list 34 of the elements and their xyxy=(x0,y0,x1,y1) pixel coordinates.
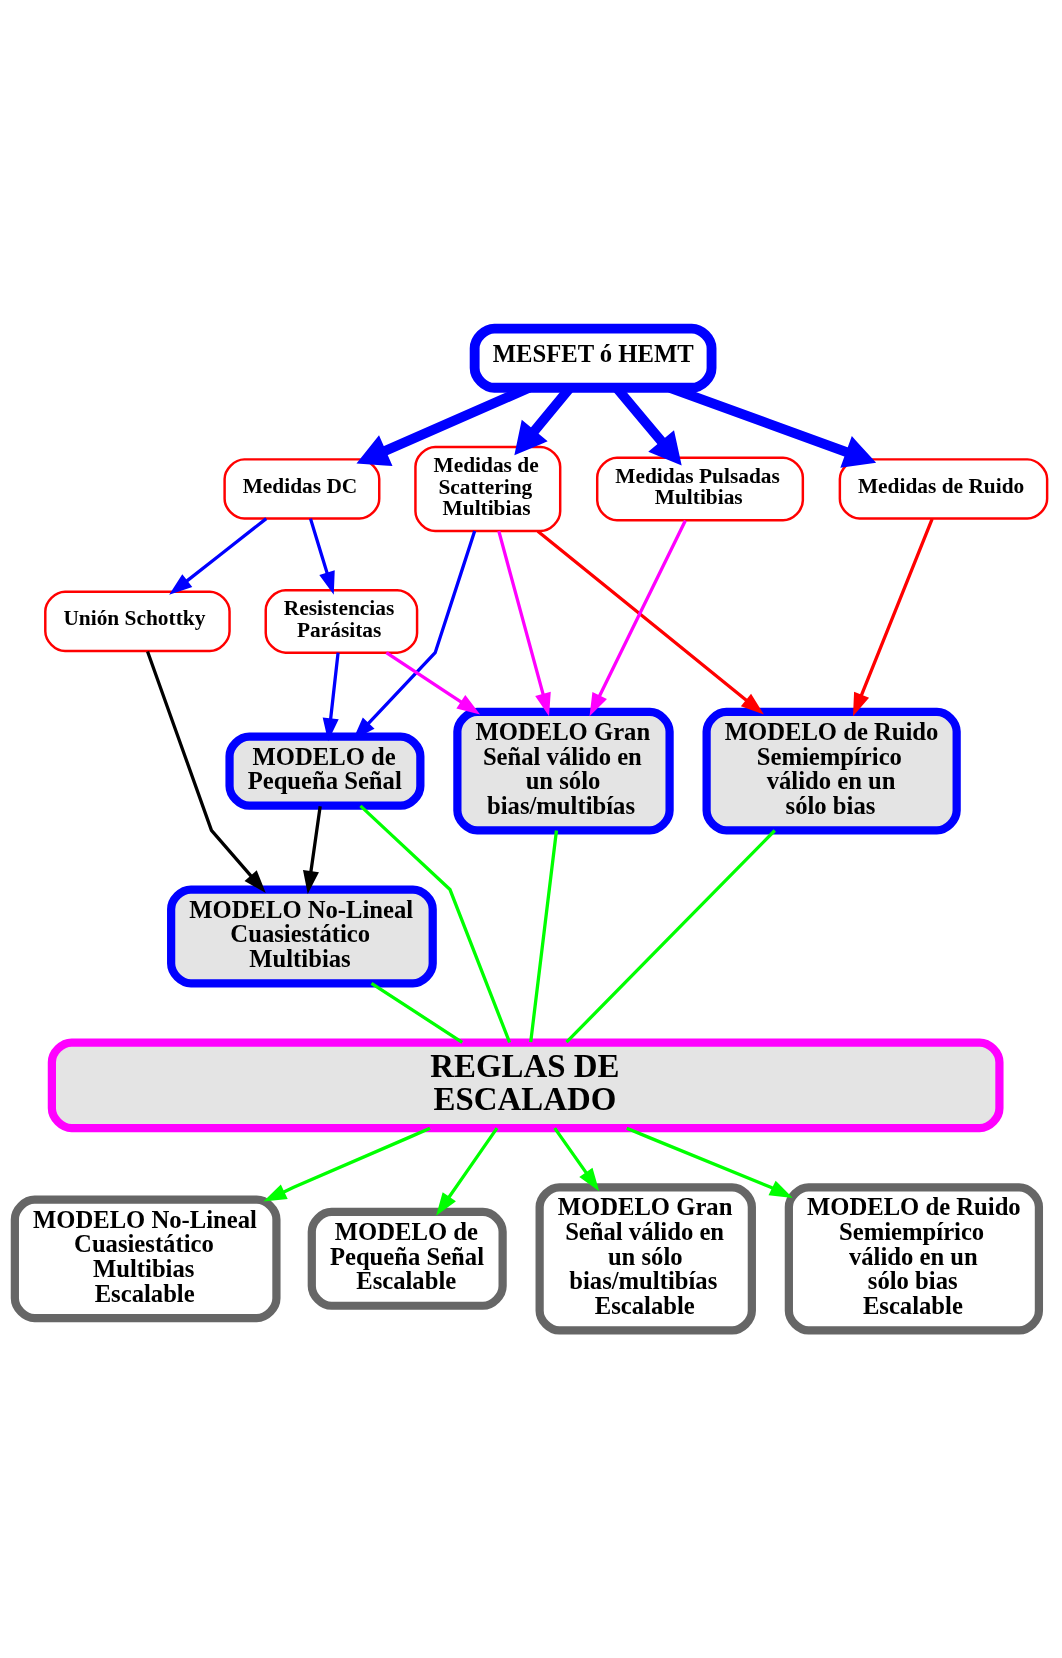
node-box: MODELO No-Lineal Cuasiestático Multibias xyxy=(167,884,437,987)
node-box: Resistencias Parásitas xyxy=(264,588,419,654)
node-box: Medidas de Ruido xyxy=(838,457,1049,520)
node-box: MODELO Gran Señal válido en un sólo bias/multibías xyxy=(453,707,674,834)
arrow xyxy=(436,1126,499,1216)
node-box: MODELO Gran Señal válido en un sólo bias/multibías Escalable xyxy=(535,1182,756,1335)
node-box: MODELO de Ruido Semiempírico válido en un sólo bias xyxy=(702,707,961,834)
connector xyxy=(565,828,776,1043)
node-box: MODELO No-Lineal Cuasiestático Multibias Escalable xyxy=(10,1195,281,1322)
arrow xyxy=(626,1126,793,1198)
node-box: MESFET ó HEMT xyxy=(469,323,717,393)
node-box: Medidas de Scattering Multibias xyxy=(414,445,562,532)
node-box: MODELO de Pequeña Señal xyxy=(225,731,425,810)
arrow xyxy=(536,529,764,714)
arrow xyxy=(146,650,266,893)
node-box: MODELO de Ruido Semiempírico válido en un sólo bias Escalable xyxy=(784,1182,1044,1335)
arrow xyxy=(169,516,268,595)
node-box: Medidas Pulsadas Multibias xyxy=(595,456,805,521)
node-box: Unión Schottky xyxy=(44,590,231,652)
connector xyxy=(370,981,464,1044)
arrow xyxy=(303,805,322,894)
arrow xyxy=(853,517,934,716)
arrow xyxy=(308,517,335,595)
arrow xyxy=(385,650,481,714)
arrow xyxy=(322,652,340,741)
arrow xyxy=(553,1126,600,1191)
node-box: Medidas DC xyxy=(223,457,381,520)
arrow xyxy=(589,519,687,716)
connector xyxy=(359,804,512,1043)
node-box: REGLAS DE ESCALADO xyxy=(47,1037,1004,1132)
arrow xyxy=(497,530,551,716)
node-box: MODELO de Pequeña Señal Escalable xyxy=(307,1207,507,1310)
connector xyxy=(529,829,559,1042)
arrow xyxy=(263,1126,431,1202)
